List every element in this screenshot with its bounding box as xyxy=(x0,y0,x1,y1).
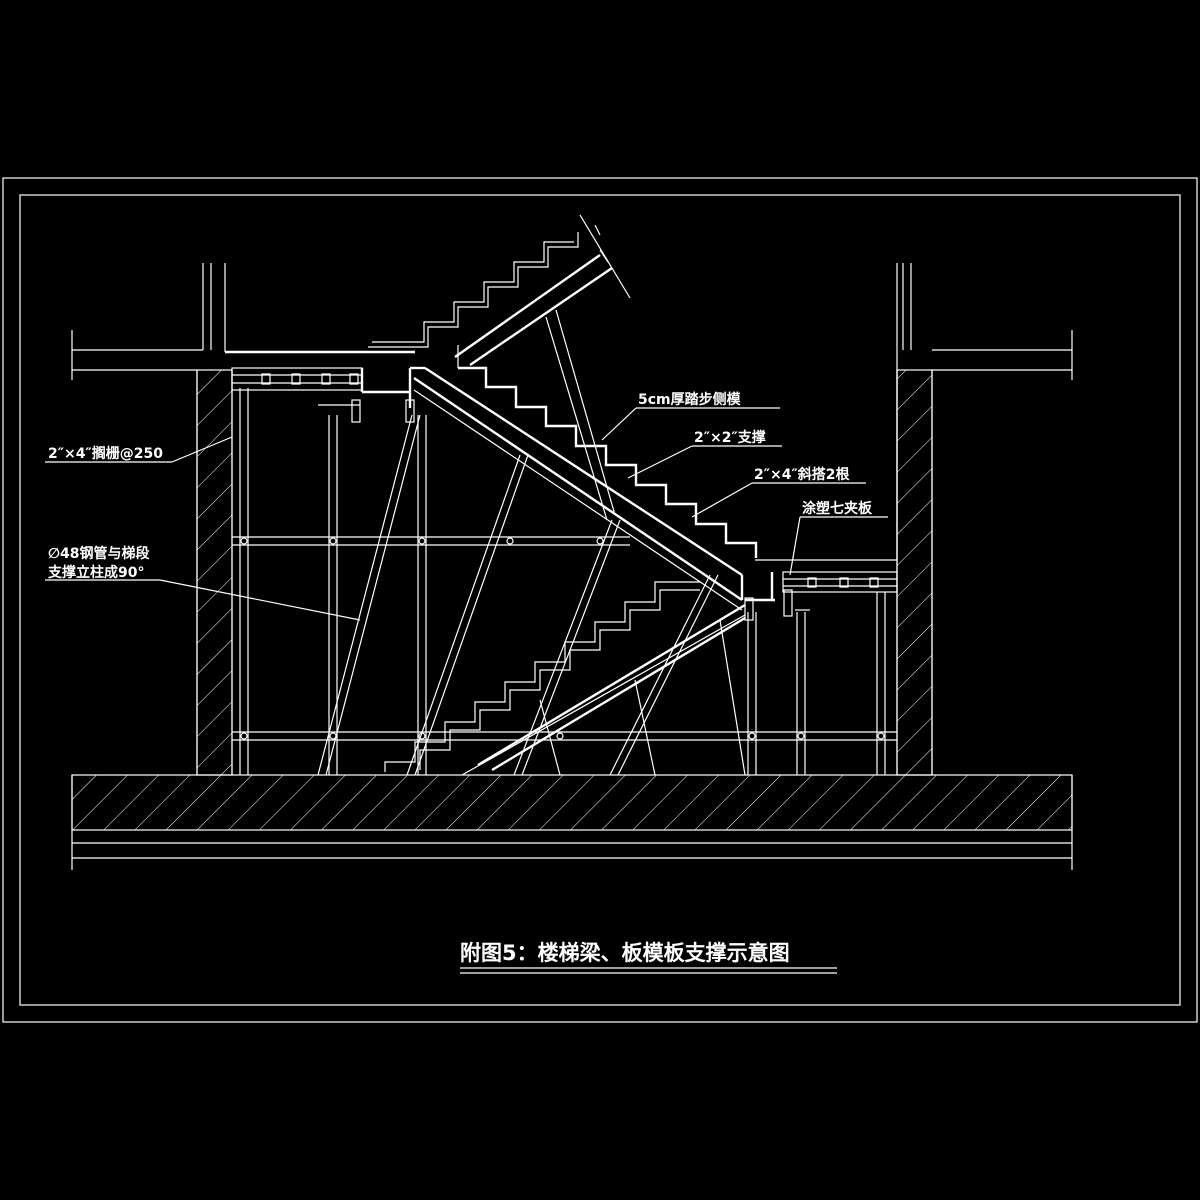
joist-label: 2″×4″搁栅@250 xyxy=(48,445,163,462)
support-columns xyxy=(239,388,886,775)
diagonal-joist-label: 2″×4″斜搭2根 xyxy=(754,466,850,483)
pipe-label-line1: ∅48钢管与梯段 xyxy=(48,545,149,562)
drawing-title: 附图5：楼梯梁、板模板支撑示意图 xyxy=(460,941,790,965)
horizontal-ties xyxy=(232,536,897,741)
plywood-label: 涂塑七夹板 xyxy=(802,500,873,517)
ground-slab xyxy=(71,774,1073,870)
step-side-form-label: 5cm厚踏步侧模 xyxy=(638,391,742,408)
drawing-border xyxy=(2,177,1198,1023)
brace-label: 2″×2″支撑 xyxy=(694,429,766,446)
upper-landing-formwork xyxy=(231,366,425,423)
right-wall xyxy=(896,263,1073,776)
pipe-label-line2: 支撑立柱成90° xyxy=(47,564,144,581)
main-stair-flight xyxy=(413,345,758,611)
upper-stair-flight xyxy=(368,214,631,366)
lower-stair-flight xyxy=(384,581,746,772)
inclined-supports xyxy=(317,309,746,776)
lower-landing-formwork xyxy=(744,559,898,621)
left-wall xyxy=(71,263,415,776)
leader-lines xyxy=(45,407,888,621)
